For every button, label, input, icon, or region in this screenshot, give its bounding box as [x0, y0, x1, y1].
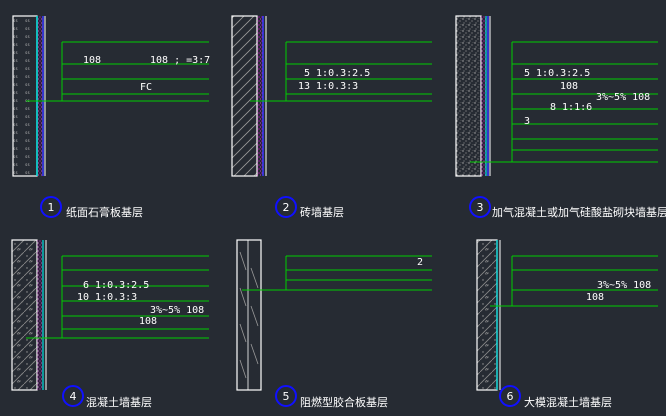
caption-6: 大模混凝土墙基层: [524, 395, 612, 409]
note-3-4: 8 1:1:6: [550, 102, 592, 113]
plywood-base: [236, 239, 262, 391]
large-form-concrete-base: [476, 239, 498, 391]
note-2-2: 13 1:0.3:3: [298, 81, 358, 92]
note-1-1: 108: [83, 55, 101, 66]
caption-2: 砖墙基层: [300, 205, 344, 219]
caption-5: 阻燃型胶合板基层: [300, 395, 388, 409]
leader-lines-6: [490, 255, 658, 307]
detail-4: 6 1:0.3:2.5 10 1:0.3:3 3%~5% 108 108 4 混…: [11, 239, 209, 409]
detail-2: 5 1:0.3:2.5 13 1:0.3:3 2 砖墙基层: [231, 15, 432, 219]
caption-3: 加气混凝土或加气硅酸盐砌块墙基层: [492, 205, 666, 219]
detail-badge-5: 5: [275, 385, 297, 407]
note-4-3: 3%~5% 108: [150, 305, 204, 316]
note-6-2: 108: [586, 292, 604, 303]
note-3-3: 3%~5% 108: [596, 92, 650, 103]
detail-1: 108 108 ; =3:7 FC 1 纸面石膏板基层: [12, 15, 210, 219]
svg-text:6: 6: [507, 390, 514, 403]
caption-1: 纸面石膏板基层: [66, 205, 143, 219]
detail-5: 2 5 阻燃型胶合板基层: [236, 239, 432, 409]
caption-4: 混凝土墙基层: [86, 395, 152, 409]
note-3-5: 3: [524, 116, 530, 127]
plaster-layer: [481, 16, 486, 176]
note-3-2: 108: [560, 81, 578, 92]
note-2-1: 5 1:0.3:2.5: [304, 68, 370, 79]
svg-text:4: 4: [70, 390, 77, 403]
note-4-4: 108: [139, 316, 157, 327]
plaster-layer: [37, 240, 43, 390]
wall-section-2: [231, 15, 267, 177]
svg-text:5: 5: [283, 390, 290, 403]
leader-lines-3: [470, 41, 658, 163]
wall-section-3: [455, 15, 491, 177]
detail-6: 3%~5% 108 108 6 大模混凝土墙基层: [476, 239, 658, 409]
leader-lines-4: [26, 255, 209, 339]
leader-lines-1: [26, 41, 209, 102]
detail-badge-6: 6: [499, 385, 521, 407]
note-6-1: 3%~5% 108: [597, 280, 651, 291]
plaster-layer: [38, 16, 42, 176]
wall-section-1: [12, 15, 46, 177]
gypsum-board-base: [12, 15, 38, 177]
leader-lines-2: [250, 41, 432, 102]
note-1-2: 108 ; =3:7: [150, 55, 210, 66]
note-1-3: FC: [140, 82, 152, 93]
note-3-1: 5 1:0.3:2.5: [524, 68, 590, 79]
svg-text:3: 3: [477, 201, 484, 214]
concrete-base: [11, 239, 38, 391]
detail-badge-3: 3: [469, 196, 491, 218]
detail-3: 5 1:0.3:2.5 108 3%~5% 108 8 1:1:6 3 3 加气…: [455, 15, 666, 219]
wall-section-5: [236, 239, 262, 391]
svg-text:2: 2: [283, 201, 290, 214]
plaster-layer: [257, 16, 263, 176]
svg-text:1: 1: [48, 201, 55, 214]
leader-lines-5: [242, 255, 432, 291]
wall-section-6: [476, 239, 501, 391]
note-5-1: 2: [417, 257, 423, 268]
wall-section-4: [11, 239, 47, 391]
note-4-2: 10 1:0.3:3: [77, 292, 137, 303]
note-4-1: 6 1:0.3:2.5: [83, 280, 149, 291]
brick-base: [231, 15, 258, 177]
plywood-grain: [239, 251, 259, 379]
aerated-concrete-base: [455, 15, 482, 177]
detail-badge-4: 4: [62, 385, 84, 407]
detail-badge-2: 2: [275, 196, 297, 218]
detail-badge-1: 1: [40, 196, 62, 218]
